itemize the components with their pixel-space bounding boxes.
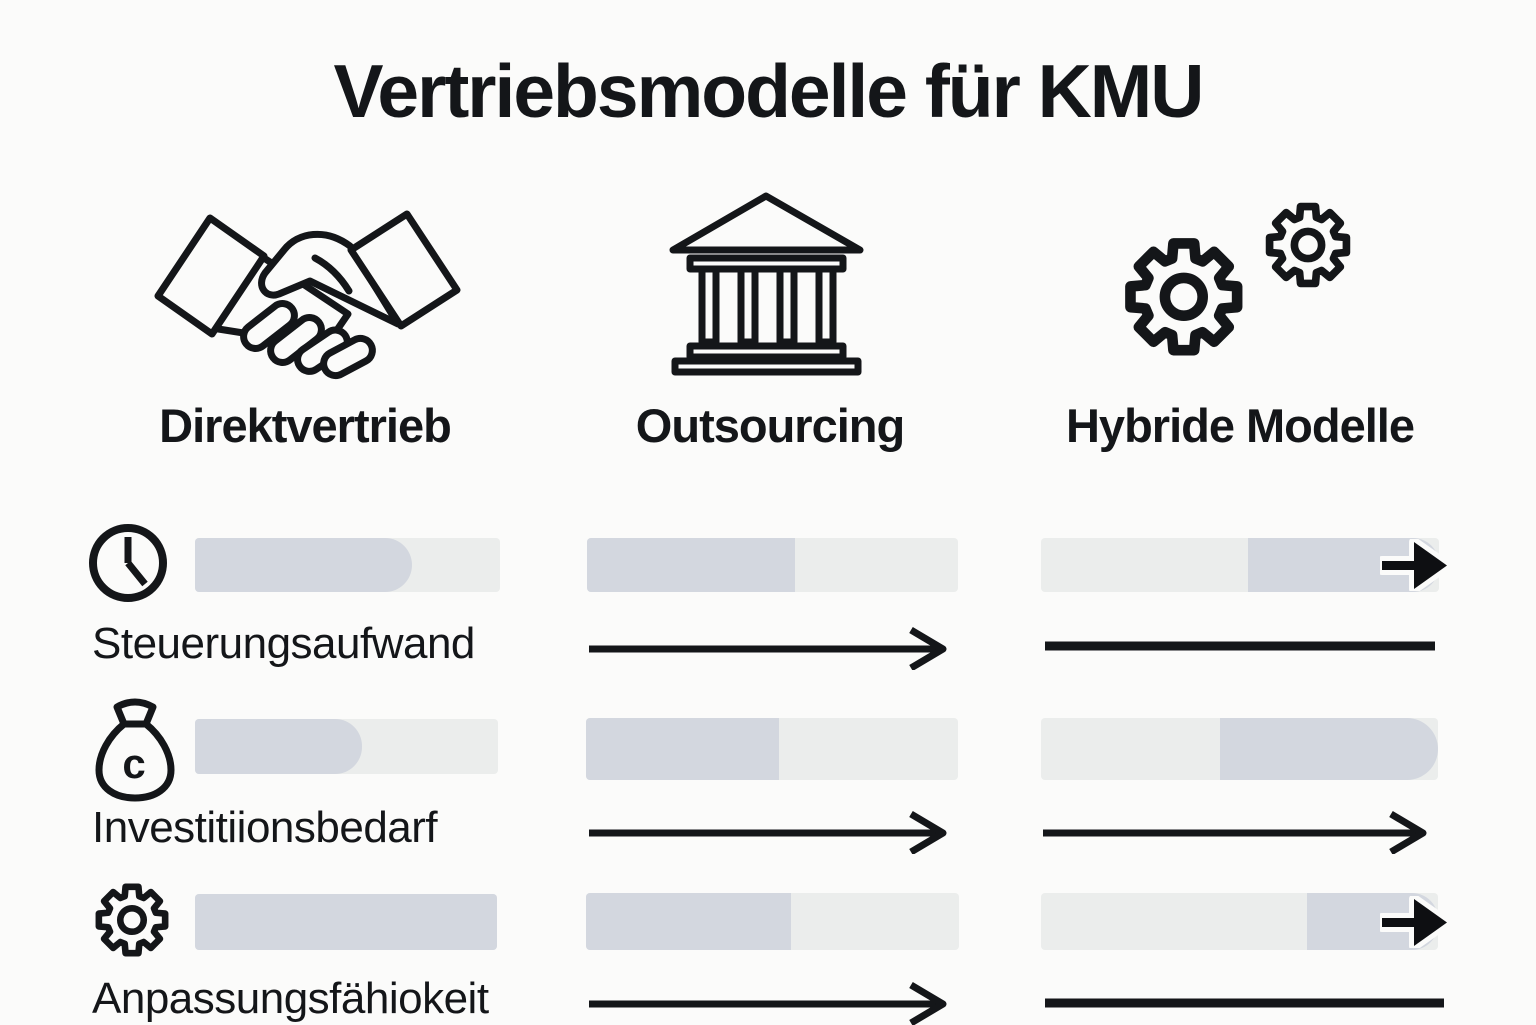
bar-anpassung-hybride [1041,893,1438,950]
bar-track [1041,718,1438,780]
bar-fill [195,894,497,950]
bar-track [587,538,958,592]
page-title: Vertriebsmodelle für KMU [333,49,1205,133]
handshake-icon [154,210,461,380]
bar-fill [195,538,412,592]
bar-anpassung-outsourcing [586,893,959,950]
bar-fill [195,719,362,774]
column-label-outsourcing: Outsourcing [635,399,905,452]
bar-steuerungsaufwand-direktvertrieb [195,538,500,592]
bar-investitionsbedarf-direktvertrieb [195,719,498,774]
bar-track [586,718,958,780]
bar-track [195,538,500,592]
bar-investitionsbedarf-hybride [1041,718,1438,780]
svg-text:c: c [122,740,145,787]
money-bag-icon: c [95,698,175,802]
metric-label-steuerungsaufwand: Steuerungsaufwand [92,619,475,668]
metric-label-investitionsbedarf: Investitiionsbedarf [92,803,438,852]
right-arrow-icon [1380,896,1450,948]
bar-track [195,719,498,774]
bar-investitionsbedarf-outsourcing [586,718,958,780]
trend-arrow [589,626,947,670]
bar-track [1041,893,1438,950]
trend-arrow [589,981,947,1025]
bank-icon [669,192,864,376]
trend-arrow [589,810,947,854]
trend-line [1045,641,1435,651]
bar-fill [586,718,780,780]
bar-steuerungsaufwand-outsourcing [587,538,958,592]
trend-line [1045,998,1444,1008]
bar-fill [587,538,795,592]
gear-icon [88,876,176,964]
bar-anpassung-direktvertrieb [195,894,497,950]
column-label-direktvertrieb: Direktvertrieb [159,399,452,452]
right-arrow-icon [1380,539,1450,591]
column-label-hybride-modelle: Hybride Modelle [1065,399,1415,452]
trend-arrow [1043,810,1427,854]
metric-label-anpassungsfaehigkeit: Anpassungsfähiokeit [92,974,489,1023]
bar-fill [586,893,792,950]
clock-icon [89,524,167,602]
bar-track [195,894,497,950]
bar-track [586,893,959,950]
gears-icon [1105,192,1370,368]
bar-fill [1219,718,1438,780]
